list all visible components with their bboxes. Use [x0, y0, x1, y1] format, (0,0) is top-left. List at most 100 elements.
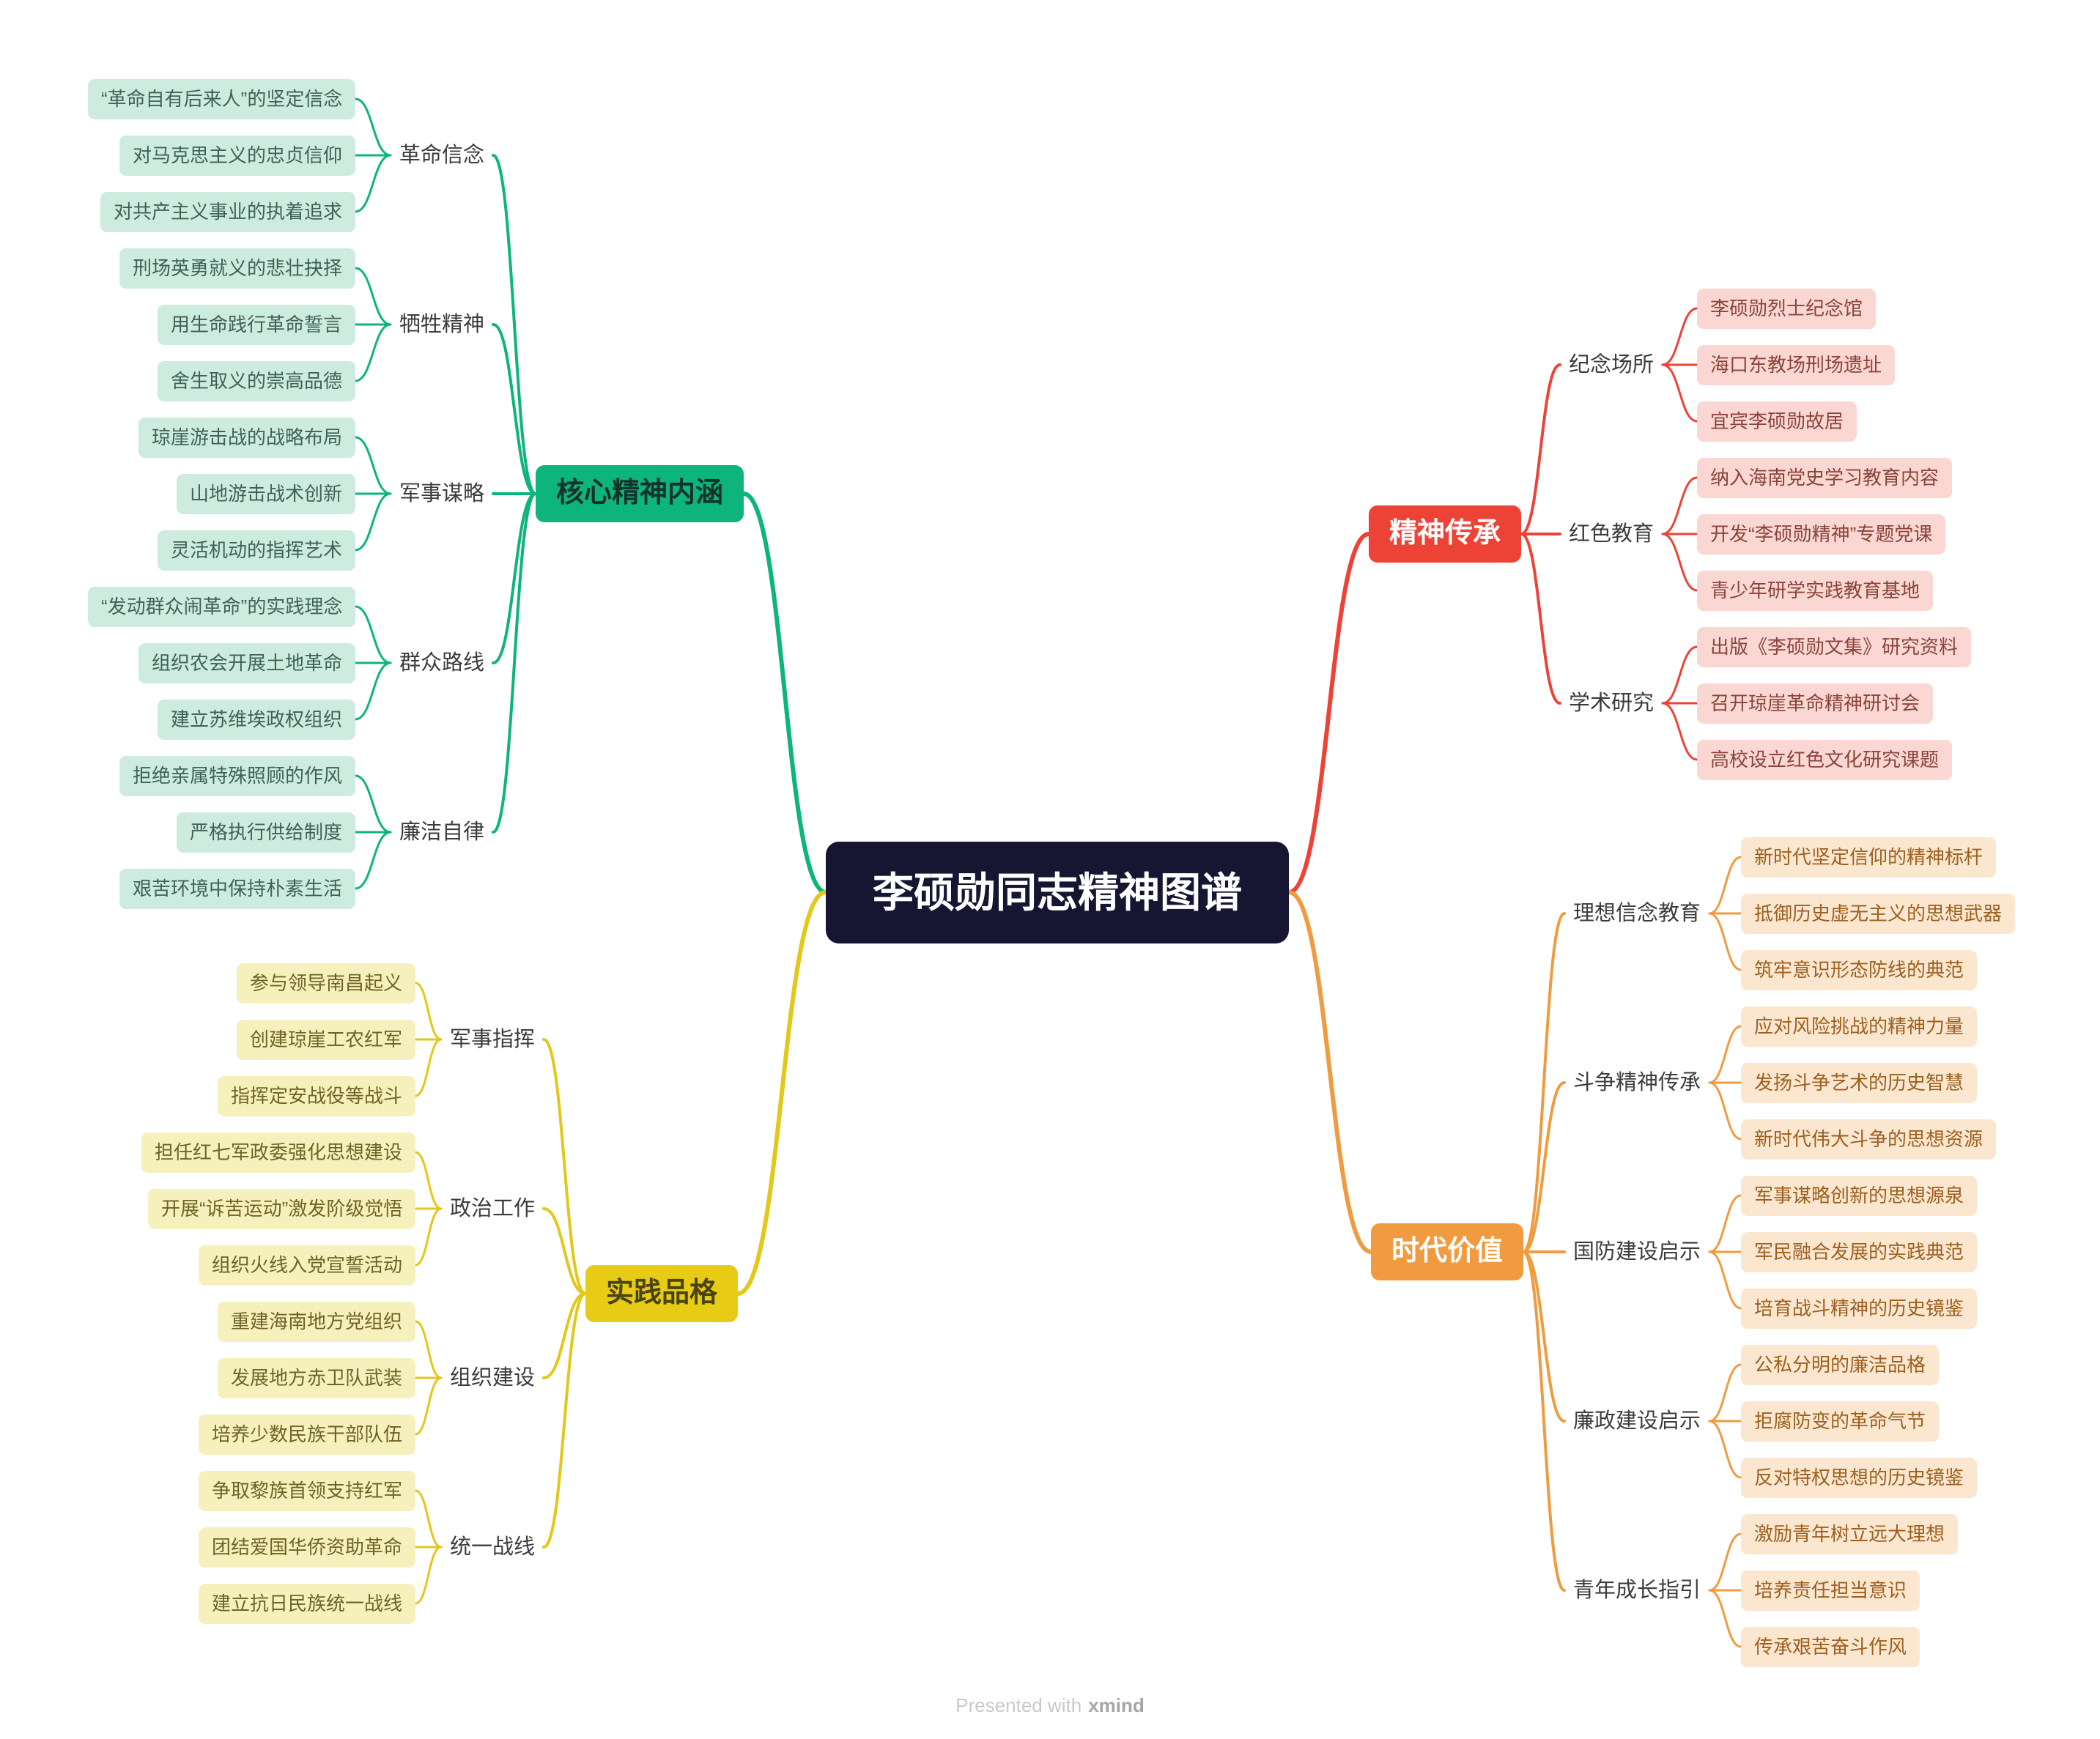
central-topic[interactable]: 李硕勋同志精神图谱 — [826, 841, 1289, 943]
subtopic-3-4[interactable]: 统一战线 — [450, 1535, 536, 1559]
branch-topic-2[interactable]: 精神传承 — [1369, 505, 1522, 563]
leaf-topic-4-5-2[interactable]: 培养责任担当意识 — [1741, 1570, 1920, 1611]
connector-branch-sub-3-2 — [542, 1207, 587, 1295]
subtopic-3-2[interactable]: 政治工作 — [450, 1196, 536, 1220]
subtopic-1-1[interactable]: 革命信念 — [399, 143, 485, 167]
connector-sub-leaf-2-1-3 — [1661, 363, 1698, 423]
leaf-topic-2-3-2[interactable]: 召开琼崖革命精神研讨会 — [1697, 683, 1934, 724]
leaf-topic-1-2-1[interactable]: 刑场英勇就义的悲壮抉择 — [119, 248, 356, 289]
subtopic-3-1[interactable]: 军事指挥 — [450, 1027, 536, 1051]
leaf-topic-4-2-1[interactable]: 应对风险挑战的精神力量 — [1741, 1006, 1978, 1047]
connector-sub-leaf-3-1-3 — [414, 1038, 443, 1097]
leaf-topic-1-4-2[interactable]: 组织农会开展土地革命 — [138, 642, 356, 683]
connector-sub-leaf-4-5-3 — [1708, 1589, 1742, 1648]
branch-topic-4[interactable]: 时代价值 — [1371, 1223, 1524, 1280]
leaf-topic-3-4-1[interactable]: 争取黎族首领支持红军 — [199, 1470, 416, 1511]
leaf-topic-4-1-2[interactable]: 抵御历史虚无主义的思想武器 — [1741, 893, 2016, 934]
leaf-topic-3-2-1[interactable]: 担任红七军政委强化思想建设 — [141, 1132, 416, 1173]
connector-sub-leaf-1-2-3 — [354, 323, 392, 382]
leaf-topic-1-5-3[interactable]: 艰苦环境中保持朴素生活 — [119, 868, 356, 909]
leaf-topic-3-4-2[interactable]: 团结爱国华侨资助革命 — [199, 1527, 416, 1568]
leaf-topic-4-3-3[interactable]: 培育战斗精神的历史镜鉴 — [1741, 1288, 1978, 1329]
subtopic-4-4[interactable]: 廉政建设启示 — [1573, 1409, 1701, 1433]
subtopic-4-1[interactable]: 理想信念教育 — [1573, 901, 1701, 925]
leaf-topic-2-2-3[interactable]: 青少年研学实践教育基地 — [1697, 570, 1934, 611]
connector-branch-sub-4-2 — [1522, 1081, 1566, 1253]
leaf-topic-3-2-2[interactable]: 开展“诉苦运动”激发阶级觉悟 — [148, 1188, 416, 1229]
leaf-topic-1-1-2[interactable]: 对马克思主义的忠贞信仰 — [119, 135, 356, 176]
leaf-topic-3-3-1[interactable]: 重建海南地方党组织 — [218, 1301, 416, 1342]
subtopic-4-3[interactable]: 国防建设启示 — [1573, 1239, 1701, 1264]
connector-sub-leaf-1-1-1 — [354, 97, 392, 157]
connector-branch-sub-1-1 — [492, 154, 537, 495]
connector-sub-leaf-4-2-3 — [1708, 1081, 1742, 1141]
connector-branch-sub-3-3 — [542, 1292, 587, 1379]
connector-branch-sub-3-1 — [542, 1038, 587, 1295]
connector-sub-leaf-2-3-3 — [1661, 702, 1698, 761]
leaf-topic-1-3-1[interactable]: 琼崖游击战的战略布局 — [138, 417, 356, 458]
leaf-topic-2-2-1[interactable]: 纳入海南党史学习教育内容 — [1697, 457, 1953, 498]
leaf-topic-1-3-3[interactable]: 灵活机动的指挥艺术 — [158, 530, 356, 571]
leaf-topic-1-5-2[interactable]: 严格执行供给制度 — [177, 812, 356, 853]
leaf-topic-3-1-1[interactable]: 参与领导南昌起义 — [237, 963, 416, 1004]
connector-center-branch-3 — [736, 890, 828, 1296]
connector-sub-leaf-3-3-1 — [414, 1320, 443, 1379]
subtopic-2-2[interactable]: 红色教育 — [1569, 522, 1655, 546]
subtopic-4-2[interactable]: 斗争精神传承 — [1573, 1070, 1701, 1094]
leaf-topic-4-4-2[interactable]: 拒腐防变的革命气节 — [1741, 1401, 1940, 1442]
leaf-topic-1-2-3[interactable]: 舍生取义的崇高品德 — [158, 360, 356, 401]
leaf-topic-2-2-2[interactable]: 开发“李硕勋精神”专题党课 — [1697, 513, 1946, 555]
leaf-topic-3-2-3[interactable]: 组织火线入党宣誓活动 — [199, 1245, 416, 1286]
leaf-topic-4-5-1[interactable]: 激励青年树立远大理想 — [1741, 1513, 1959, 1554]
leaf-topic-4-5-3[interactable]: 传承艰苦奋斗作风 — [1741, 1626, 1920, 1667]
connector-sub-leaf-4-4-3 — [1708, 1420, 1742, 1479]
subtopic-2-3[interactable]: 学术研究 — [1569, 691, 1655, 715]
leaf-topic-4-1-1[interactable]: 新时代坚定信仰的精神标杆 — [1741, 837, 1997, 878]
subtopic-1-4[interactable]: 群众路线 — [399, 650, 485, 675]
leaf-topic-2-3-1[interactable]: 出版《李硕勋文集》研究资料 — [1697, 626, 1972, 667]
connector-sub-leaf-2-2-1 — [1661, 476, 1698, 535]
connector-sub-leaf-4-1-1 — [1708, 856, 1742, 915]
leaf-topic-1-3-2[interactable]: 山地游击战术创新 — [177, 473, 356, 514]
leaf-topic-3-4-3[interactable]: 建立抗日民族统一战线 — [199, 1583, 416, 1624]
subtopic-1-5[interactable]: 廉洁自律 — [399, 820, 485, 844]
leaf-topic-2-1-3[interactable]: 宜宾李硕勋故居 — [1697, 401, 1857, 442]
footer-brand: xmind — [1088, 1694, 1145, 1716]
leaf-topic-4-2-3[interactable]: 新时代伟大斗争的思想资源 — [1741, 1119, 1997, 1160]
connector-sub-leaf-1-4-1 — [354, 605, 392, 664]
leaf-topic-2-1-2[interactable]: 海口东教场刑场遗址 — [1697, 344, 1896, 385]
leaf-topic-1-1-1[interactable]: “革命自有后来人”的坚定信念 — [88, 78, 356, 119]
subtopic-1-3[interactable]: 军事谋略 — [399, 481, 485, 505]
connector-sub-leaf-4-3-1 — [1708, 1194, 1742, 1253]
subtopic-1-2[interactable]: 牺牲精神 — [399, 312, 485, 336]
leaf-topic-4-3-1[interactable]: 军事谋略创新的思想源泉 — [1741, 1175, 1978, 1216]
connector-branch-sub-2-1 — [1520, 363, 1561, 535]
leaf-topic-3-1-2[interactable]: 创建琼崖工农红军 — [237, 1019, 416, 1060]
leaf-topic-4-4-3[interactable]: 反对特权思想的历史镜鉴 — [1741, 1457, 1978, 1498]
leaf-topic-1-4-3[interactable]: 建立苏维埃政权组织 — [158, 699, 356, 740]
leaf-topic-1-4-1[interactable]: “发动群众闹革命”的实践理念 — [88, 586, 356, 627]
leaf-topic-2-3-3[interactable]: 高校设立红色文化研究课题 — [1697, 739, 1953, 780]
branch-topic-1[interactable]: 核心精神内涵 — [536, 465, 744, 522]
connector-sub-leaf-4-4-1 — [1708, 1363, 1742, 1423]
leaf-topic-3-3-3[interactable]: 培养少数民族干部队伍 — [199, 1414, 416, 1455]
connector-sub-leaf-4-1-3 — [1708, 912, 1742, 971]
subtopic-3-3[interactable]: 组织建设 — [450, 1365, 536, 1390]
leaf-topic-4-1-3[interactable]: 筑牢意识形态防线的典范 — [1741, 949, 1978, 990]
leaf-topic-1-1-3[interactable]: 对共产主义事业的执着追求 — [100, 191, 356, 232]
subtopic-2-1[interactable]: 纪念场所 — [1569, 352, 1655, 377]
leaf-topic-3-1-3[interactable]: 指挥定安战役等战斗 — [218, 1075, 416, 1116]
leaf-topic-2-1-1[interactable]: 李硕勋烈士纪念馆 — [1697, 288, 1877, 329]
leaf-topic-1-2-2[interactable]: 用生命践行革命誓言 — [158, 304, 356, 345]
leaf-topic-4-2-2[interactable]: 发扬斗争艺术的历史智慧 — [1741, 1062, 1978, 1103]
leaf-topic-3-3-2[interactable]: 发展地方赤卫队武装 — [218, 1357, 416, 1398]
leaf-topic-1-5-1[interactable]: 拒绝亲属特殊照顾的作风 — [119, 755, 356, 796]
branch-topic-3[interactable]: 实践品格 — [585, 1265, 739, 1322]
subtopic-4-5[interactable]: 青年成长指引 — [1573, 1578, 1701, 1602]
leaf-topic-4-4-1[interactable]: 公私分明的廉洁品格 — [1741, 1344, 1940, 1385]
leaf-topic-4-3-2[interactable]: 军民融合发展的实践典范 — [1741, 1231, 1978, 1272]
connector-sub-leaf-3-4-1 — [414, 1489, 443, 1549]
connector-branch-sub-1-5 — [492, 492, 537, 834]
